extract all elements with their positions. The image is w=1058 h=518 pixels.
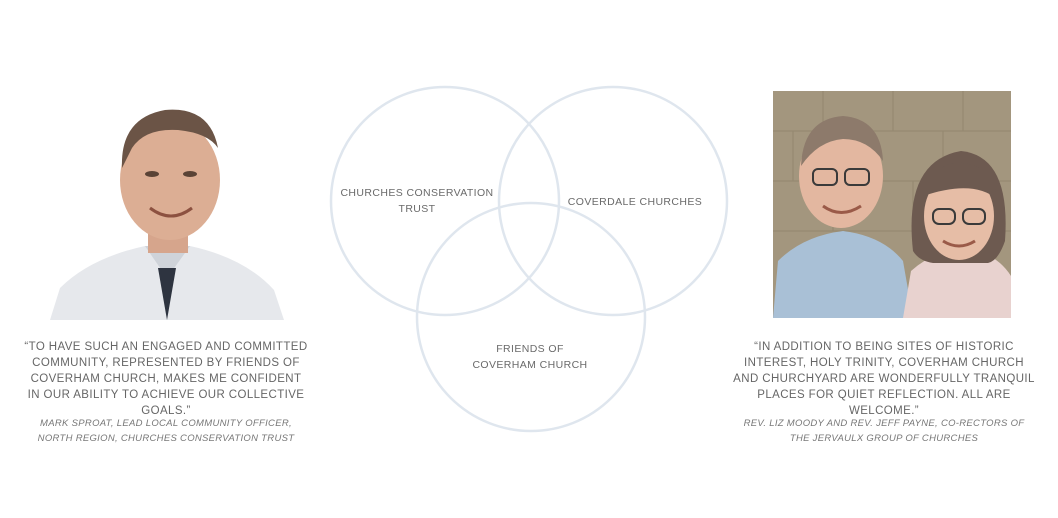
venn-circle-friends-of-coverham bbox=[415, 201, 647, 433]
right-portrait-photo bbox=[773, 91, 1011, 318]
venn-circle-churches-conservation-trust bbox=[329, 85, 561, 317]
venn-circle-coverdale-churches bbox=[497, 85, 729, 317]
venn-label-ccr-line1: Churches Conservation bbox=[340, 187, 494, 199]
venn-diagram: Churches Conservation Trust Coverdale Ch… bbox=[320, 75, 740, 445]
left-attribution: Mark Sproat, Lead Local Community Office… bbox=[37, 418, 295, 444]
couple-portrait-icon bbox=[773, 91, 1011, 318]
venn-label-friends-line1: Friends of bbox=[496, 343, 564, 355]
venn-label-friends-line2: Coverham Church bbox=[472, 359, 588, 371]
venn-circles bbox=[329, 85, 729, 433]
right-attribution: Rev. Liz Moody and Rev. Jeff Payne, Co-R… bbox=[743, 418, 1025, 444]
left-quote: “To have such an engaged and committed c… bbox=[24, 341, 308, 417]
left-portrait-photo bbox=[50, 78, 284, 320]
venn-label-coverdale-churches: Coverdale Churches bbox=[567, 196, 703, 208]
right-quote: “In addition to being sites of historic … bbox=[733, 341, 1035, 417]
venn-label-ccr-line2: Trust bbox=[398, 203, 436, 215]
person-portrait-icon bbox=[50, 78, 284, 320]
venn-label-friends-of-coverham: Friends of Coverham Church bbox=[450, 341, 610, 373]
venn-label-churches-conservation-trust: Churches Conservation Trust bbox=[332, 185, 502, 217]
